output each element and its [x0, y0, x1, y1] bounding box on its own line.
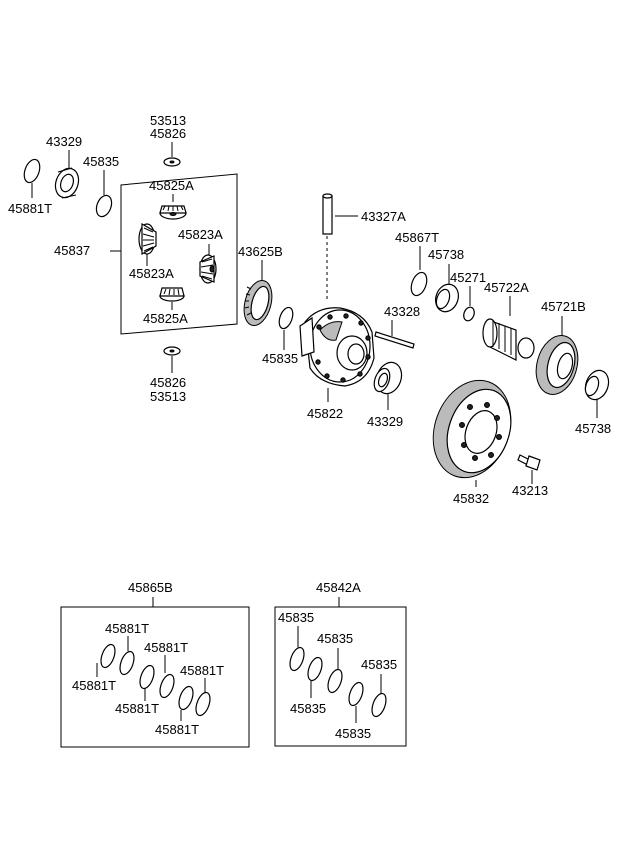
thrust-washer-45826-top[interactable] [163, 157, 181, 167]
reluctor-ring-43625b[interactable] [239, 277, 276, 328]
kit1-label-6: 45881T [155, 722, 199, 737]
final-drive-gear-45832[interactable] [420, 369, 524, 488]
label-45881t-left: 45881T [8, 201, 52, 216]
label-45867t: 45867T [395, 230, 439, 245]
shim-45835-left[interactable] [94, 193, 115, 218]
label-45837: 45837 [54, 243, 90, 258]
label-45721b: 45721B [541, 299, 586, 314]
label-45823a-right: 45823A [178, 227, 223, 242]
bearing-45738-top[interactable] [432, 281, 462, 315]
label-43329-right: 43329 [367, 414, 403, 429]
kit2-label-5: 45835 [335, 726, 371, 741]
kit-box-45842a [274, 606, 407, 747]
bolt-43213[interactable] [517, 454, 541, 471]
label-45722a: 45722A [484, 280, 529, 295]
kit2-shim-5[interactable] [369, 692, 388, 719]
label-45823a-left: 45823A [129, 266, 174, 281]
kit1-label-2: 45881T [144, 640, 188, 655]
kit2-shim-1[interactable] [287, 646, 306, 673]
label-45822: 45822 [307, 406, 343, 421]
kit1-shim-5[interactable] [176, 685, 195, 712]
kit2-label-1: 45835 [278, 610, 314, 625]
kit1-label-4: 45881T [72, 678, 116, 693]
side-gear-45825a-bottom[interactable] [159, 287, 185, 302]
label-45738-right: 45738 [575, 421, 611, 436]
label-45826-top: 45826 [150, 126, 186, 141]
label-45271: 45271 [450, 270, 486, 285]
label-45738-top: 45738 [428, 247, 464, 262]
label-45835-mid: 45835 [262, 351, 298, 366]
kit2-shim-4[interactable] [346, 681, 365, 708]
driven-gear-45721b[interactable] [530, 331, 584, 399]
shim-45867t[interactable] [408, 270, 429, 297]
pinion-shaft-43327a[interactable] [322, 193, 333, 235]
pinion-gear-45823a-right[interactable] [199, 254, 217, 284]
shim-45835-mid[interactable] [277, 306, 296, 331]
label-45865b: 45865B [128, 580, 173, 595]
label-53513-top: 53513 [150, 113, 186, 128]
label-45825a-top: 45825A [149, 178, 194, 193]
kit2-shim-2[interactable] [305, 656, 324, 683]
kit1-shim-6[interactable] [193, 691, 212, 718]
pinion-set-frame [120, 173, 238, 335]
kit1-shim-4[interactable] [157, 673, 176, 700]
label-45826-bottom: 45826 [150, 375, 186, 390]
lock-pin-43328[interactable] [374, 331, 415, 349]
kit1-label-3: 45881T [180, 663, 224, 678]
output-gear-45722a[interactable] [482, 318, 535, 361]
kit1-shim-3[interactable] [137, 664, 156, 691]
thrust-washer-45826-bottom[interactable] [163, 346, 181, 356]
kit1-shim-1[interactable] [98, 643, 117, 670]
kit2-label-2: 45835 [317, 631, 353, 646]
label-45842a: 45842A [316, 580, 361, 595]
label-53513-bottom: 53513 [150, 389, 186, 404]
shim-45881t-left[interactable] [21, 157, 42, 184]
side-gear-45825a-top[interactable] [159, 205, 187, 220]
label-43327a: 43327A [361, 209, 406, 224]
pinion-gear-45823a-left[interactable] [138, 222, 157, 256]
kit1-shim-2[interactable] [117, 650, 136, 677]
kit2-label-4: 45835 [290, 701, 326, 716]
label-45832: 45832 [453, 491, 489, 506]
label-45825a-bottom: 45825A [143, 311, 188, 326]
label-43329-left: 43329 [46, 134, 82, 149]
bearing-45738-right[interactable] [582, 367, 613, 403]
label-43328: 43328 [384, 304, 420, 319]
differential-case-45822[interactable] [299, 307, 375, 387]
bearing-race-43329-left[interactable] [52, 165, 83, 201]
kit2-shim-3[interactable] [325, 668, 344, 695]
kit-box-45865b [60, 606, 250, 748]
label-43625b: 43625B [238, 244, 283, 259]
kit2-label-3: 45835 [361, 657, 397, 672]
washer-45271[interactable] [462, 306, 476, 323]
label-43213: 43213 [512, 483, 548, 498]
kit1-label-1: 45881T [105, 621, 149, 636]
label-45835-left: 45835 [83, 154, 119, 169]
bearing-43329-right[interactable] [371, 359, 405, 397]
kit1-label-5: 45881T [115, 701, 159, 716]
